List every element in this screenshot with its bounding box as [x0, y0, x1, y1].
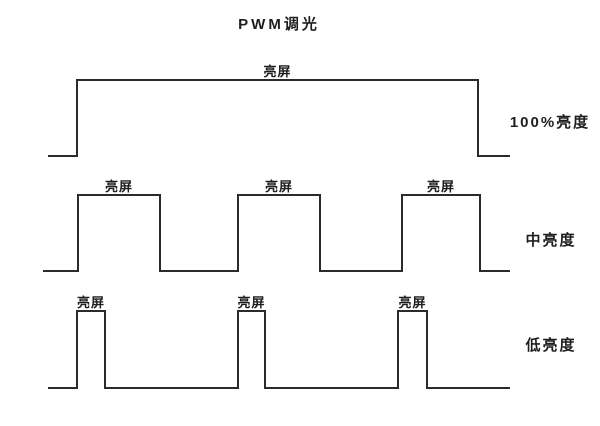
pulse-on-label-low-brightness: 亮屏	[398, 295, 426, 310]
pulse-on-label-medium-brightness: 亮屏	[427, 179, 455, 194]
brightness-label-low: 低亮度	[525, 337, 577, 354]
pulse-on-label-medium-brightness: 亮屏	[265, 179, 293, 194]
pulse-on-label-100-percent-brightness: 亮屏	[263, 64, 291, 79]
waveform-line-low-brightness	[48, 310, 510, 389]
brightness-label-medium: 中亮度	[525, 232, 577, 249]
waveform-line-100-percent-brightness	[48, 79, 510, 157]
pulse-on-label-low-brightness: 亮屏	[237, 295, 265, 310]
pulse-on-label-medium-brightness: 亮屏	[105, 179, 133, 194]
waveform-line-medium-brightness	[43, 194, 510, 272]
brightness-label-100-percent: 100%亮度	[509, 114, 591, 131]
pulse-on-label-low-brightness: 亮屏	[77, 295, 105, 310]
diagram-title: PWM调光	[238, 16, 320, 33]
